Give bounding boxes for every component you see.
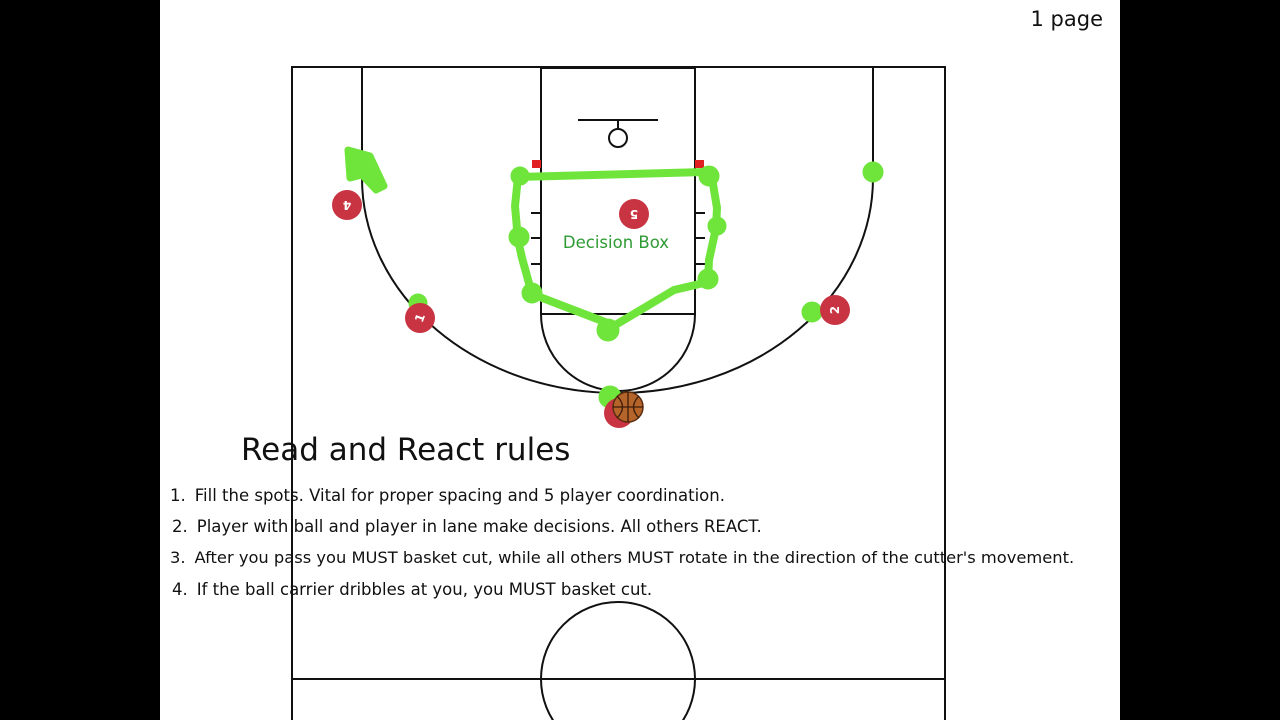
rule-number: 1. [170, 486, 186, 505]
rule-item-4: 4. If the ball carrier dribbles at you, y… [172, 580, 652, 599]
free-throw-lane [540, 67, 696, 315]
rule-text: After you pass you MUST basket cut, whil… [194, 548, 1075, 567]
rules-title: Read and React rules [241, 432, 571, 468]
rule-item-3: 3. After you pass you MUST basket cut, wh… [170, 548, 1074, 567]
basketball-court-diagram: 4 5 1 2 3 Decision Box [291, 66, 946, 720]
decision-box-label: Decision Box [563, 233, 669, 252]
slide-page: 4 5 1 2 3 Decision Box 1 page [160, 0, 1120, 720]
rule-item-1: 1. Fill the spots. Vital for proper spaci… [170, 486, 725, 505]
spot-markers [344, 146, 884, 409]
rule-number: 4. [172, 580, 188, 599]
rule-number: 3. [170, 548, 186, 567]
rim [608, 128, 628, 148]
rule-text: Fill the spots. Vital for proper spacing… [194, 486, 725, 505]
rule-text: Player with ball and player in lane make… [196, 517, 762, 536]
block-mark-left [532, 160, 541, 168]
player-1: 1 [405, 303, 435, 333]
rule-number: 2. [172, 517, 188, 536]
player-5: 5 [619, 199, 649, 229]
player-2-label: 2 [828, 306, 842, 314]
center-circle [540, 601, 696, 720]
rule-item-2: 2. Player with ball and player in lane ma… [172, 517, 762, 536]
player-2: 2 [820, 295, 850, 325]
player-4: 4 [332, 190, 362, 220]
three-point-arc [361, 177, 874, 394]
basketball-icon [612, 391, 644, 423]
player-4-label: 4 [343, 198, 351, 212]
lane-hash-marks [531, 212, 705, 265]
player-5-label: 5 [630, 207, 638, 221]
page-count-label: 1 page [1030, 7, 1104, 31]
block-mark-right [695, 160, 704, 168]
rule-text: If the ball carrier dribbles at you, you… [196, 580, 653, 599]
